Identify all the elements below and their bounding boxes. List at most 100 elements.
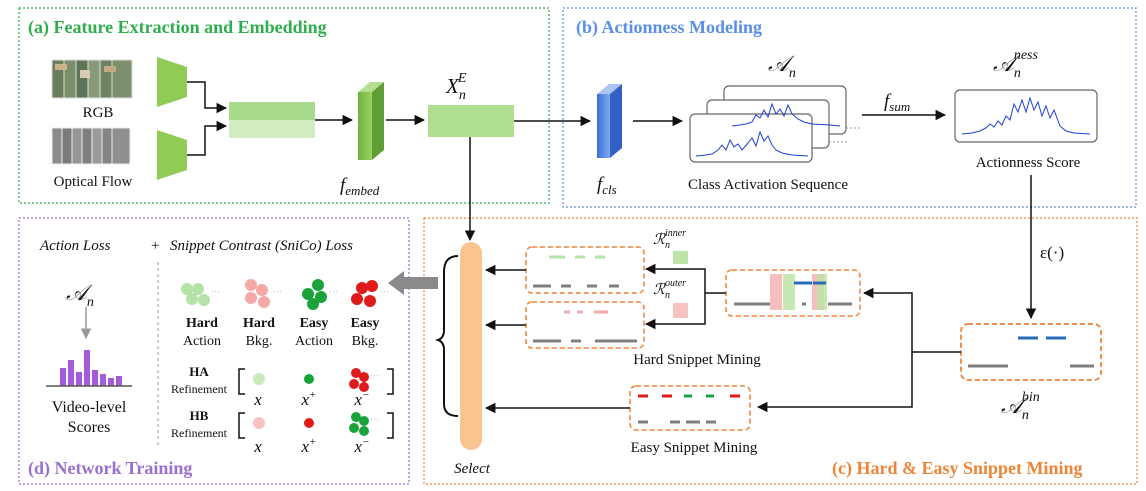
hard-background-sequence [533, 310, 637, 343]
binary-actionness-box [960, 323, 1102, 381]
select-module [460, 242, 482, 450]
flow-to-concat-arrow [187, 120, 228, 156]
f-sum-label: fsum [884, 91, 910, 114]
rgb-frames-image [51, 59, 133, 99]
optical-flow-label: Optical Flow [54, 174, 133, 190]
optical-flow-frames-image [51, 127, 131, 165]
flow-backbone-block [157, 130, 187, 180]
easy-snippet-sequence [638, 394, 740, 424]
svg-text:···: ··· [380, 286, 389, 296]
ha-bracket-left [238, 368, 245, 395]
select-to-loss-arrow [388, 271, 438, 295]
hb-x-minus-label: x− [354, 436, 370, 456]
hard-mining-caption: Hard Snippet Mining [633, 352, 761, 368]
panel-c-title: (c) Hard & Easy Snippet Mining [832, 458, 1083, 479]
hb-anchor-dot [253, 417, 265, 429]
actionness-symbol-label: 𝒜nness [993, 48, 1038, 81]
easy-action-label-1: Easy [300, 316, 329, 331]
snico-loss-label: Snippet Contrast (SniCo) Loss [170, 238, 353, 254]
rgb-to-concat-arrow [187, 81, 228, 114]
svg-text:···: ··· [273, 286, 282, 296]
cas-symbol-label: 𝒜n [768, 51, 796, 81]
ha-positive-dot [304, 374, 314, 384]
svg-text:···: ··· [370, 414, 379, 424]
ha-bracket-right [387, 368, 394, 395]
svg-text:···: ··· [211, 286, 220, 296]
r-outer-swatch [673, 303, 688, 318]
hard-action-cluster: ··· [181, 283, 220, 306]
hb-bracket-right [387, 412, 394, 439]
scores-label: Scores [68, 419, 111, 436]
ha-negative-cluster: ··· [349, 368, 379, 392]
hard-action-sequence [533, 255, 619, 288]
class-activation-sequence-cards [689, 85, 862, 163]
ha-x-label: x [253, 390, 262, 409]
morphology-sequence [734, 274, 852, 310]
embedded-feature-label: XnE [445, 71, 467, 103]
easy-bkg-cluster: ··· [351, 280, 389, 307]
panel-b-frame [562, 7, 1137, 208]
bin-to-hard-arrow [862, 287, 961, 353]
f-cls-layer [597, 84, 622, 158]
action-loss-label: Action Loss [39, 238, 111, 254]
video-level-label: Video-level [52, 399, 127, 416]
actionness-signal [961, 96, 1091, 135]
easy-bkg-label-1: Easy [351, 316, 380, 331]
svg-text:···: ··· [329, 286, 338, 296]
flow-feature-block [229, 120, 315, 138]
bin-to-easy-arrow [756, 352, 913, 413]
hb-bracket-left [238, 412, 245, 439]
hard-action-label-1: Hard [186, 316, 218, 331]
binary-actionness-sequence [968, 336, 1094, 368]
plus-sign: + [151, 238, 159, 254]
panel-c-frame [423, 217, 1138, 485]
ha-anchor-dot [253, 373, 265, 385]
rgb-backbone-block [157, 57, 187, 107]
binary-symbol-label: 𝒜nbin [1001, 390, 1040, 423]
easy-bkg-label-2: Bkg. [352, 334, 379, 349]
rgb-label: RGB [83, 105, 114, 121]
morph-to-outer-arrow [644, 293, 706, 330]
select-label: Select [454, 461, 491, 477]
embedded-feature-block [428, 105, 514, 137]
hard-bkg-label-1: Hard [243, 316, 275, 331]
hard-action-label-2: Action [183, 334, 221, 349]
r-outer-label: ℛnouter [653, 278, 686, 301]
hb-positive-dot [304, 418, 314, 428]
easy-action-label-2: Action [295, 334, 333, 349]
panel-d-frame [18, 217, 410, 485]
ha-x-minus-label: x− [354, 389, 370, 409]
easy-action-cluster: ··· [302, 279, 338, 310]
ha-refinement-label: Refinement [171, 382, 228, 396]
epsilon-label: ε(·) [1040, 243, 1064, 262]
video-cas-symbol: 𝒜n [66, 280, 94, 310]
panel-d-title: (d) Network Training [28, 458, 192, 479]
cas-caption: Class Activation Sequence [688, 177, 848, 193]
hb-negative-cluster: ··· [349, 412, 379, 436]
morph-to-inner-arrow [644, 263, 706, 293]
hb-label: HB [190, 408, 209, 423]
hard-bkg-cluster: ··· [245, 279, 282, 308]
select-brace [434, 255, 459, 417]
easy-mining-caption: Easy Snippet Mining [631, 440, 758, 456]
hb-refinement-label: Refinement [171, 426, 228, 440]
f-embed-layer [358, 82, 384, 160]
f-cls-label: fcls [597, 174, 617, 197]
actionness-score-caption: Actionness Score [976, 155, 1081, 171]
panel-b-title: (b) Actionness Modeling [576, 17, 762, 38]
panel-a-title: (a) Feature Extraction and Embedding [28, 17, 327, 38]
hb-x-plus-label: x+ [301, 436, 317, 456]
rgb-feature-block [229, 102, 315, 120]
hb-x-label: x [253, 437, 262, 456]
hard-bkg-label-2: Bkg. [246, 334, 273, 349]
f-embed-label: fembed [340, 175, 380, 198]
svg-text:···: ··· [370, 370, 379, 380]
r-inner-label: ℛninner [653, 228, 686, 251]
r-inner-swatch [673, 251, 688, 264]
panel-a-frame [18, 7, 550, 204]
video-level-score-bars [46, 350, 132, 387]
ha-label: HA [189, 364, 209, 379]
actionness-score-card [954, 89, 1098, 143]
